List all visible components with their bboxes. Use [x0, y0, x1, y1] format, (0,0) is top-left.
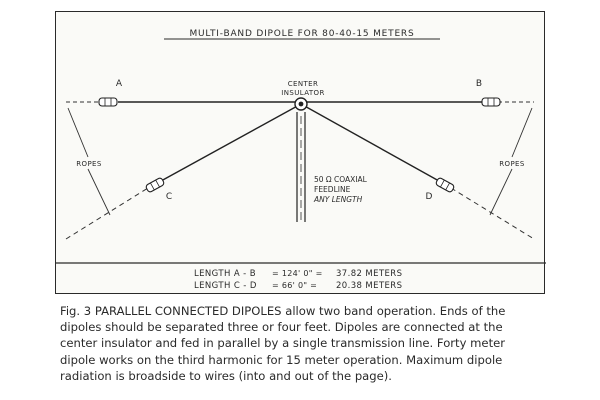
rope-d-diagonal [450, 187, 535, 240]
label-d: D [426, 192, 433, 202]
rope-c-diagonal [65, 187, 149, 240]
length-ab-feet: = 124' 0" = [272, 269, 323, 278]
label-b: B [476, 79, 482, 89]
dipole-40m-wire-left [160, 103, 302, 182]
length-ab-label: LENGTH A - B [194, 269, 256, 279]
feedline-label-line2: FEEDLINE [314, 185, 351, 194]
length-cd-meters: 20.38 METERS [336, 281, 402, 291]
ropes-right-bracket-bottom [489, 168, 513, 216]
caption-line-5: radiation is broadside to wires (into an… [60, 368, 392, 383]
caption-heading: PARALLEL CONNECTED DIPOLES [94, 304, 282, 318]
caption-line-3: center insulator and fed in parallel by … [60, 336, 506, 351]
feedline-label-line3: ANY LENGTH [313, 195, 363, 204]
insulator-c [145, 177, 165, 193]
length-row-ab: LENGTH A - B = 124' 0" = 37.82 METERS [194, 269, 402, 279]
center-insulator-label-line1: CENTER [288, 80, 319, 88]
coaxial-feedline [296, 112, 306, 222]
ropes-right-bracket-top [511, 107, 533, 158]
caption-prefix: Fig. 3 [60, 304, 92, 318]
caption-line-1: Fig. 3 PARALLEL CONNECTED DIPOLES allow … [60, 303, 560, 319]
length-ab-meters: 37.82 METERS [336, 269, 402, 279]
length-cd-label: LENGTH C - D [194, 281, 257, 291]
label-c: C [166, 192, 172, 202]
center-insulator [294, 97, 308, 111]
dipole-figure: MULTI-BAND DIPOLE FOR 80-40-15 METERS [55, 11, 546, 294]
figure-title: MULTI-BAND DIPOLE FOR 80-40-15 METERS [189, 29, 414, 39]
figure-caption: Fig. 3 PARALLEL CONNECTED DIPOLES allow … [60, 303, 560, 384]
dipole-40m-wire-right [300, 103, 440, 182]
caption-line-2: dipoles should be separated three or fou… [60, 320, 503, 335]
feedline-label-line1: 50 Ω COAXIAL [314, 175, 368, 184]
ropes-label-right: ROPES [499, 160, 525, 168]
label-a: A [116, 79, 123, 89]
ropes-left-bracket-bottom [87, 168, 111, 216]
ropes-label-left: ROPES [76, 160, 102, 168]
caption-line-4: dipole works on the third harmonic for 1… [60, 352, 503, 367]
dipole-diagram: MULTI-BAND DIPOLE FOR 80-40-15 METERS [56, 29, 546, 291]
insulator-a [98, 97, 118, 107]
ropes-left-bracket-top [67, 107, 89, 158]
caption-line-1-text: allow two band operation. Ends of the [281, 304, 506, 318]
length-row-cd: LENGTH C - D = 66' 0" = 20.38 METERS [194, 281, 402, 291]
length-cd-feet: = 66' 0" = [272, 281, 317, 290]
insulator-b [481, 97, 501, 107]
insulator-d [435, 177, 455, 193]
center-insulator-label-line2: INSULATOR [281, 89, 324, 97]
